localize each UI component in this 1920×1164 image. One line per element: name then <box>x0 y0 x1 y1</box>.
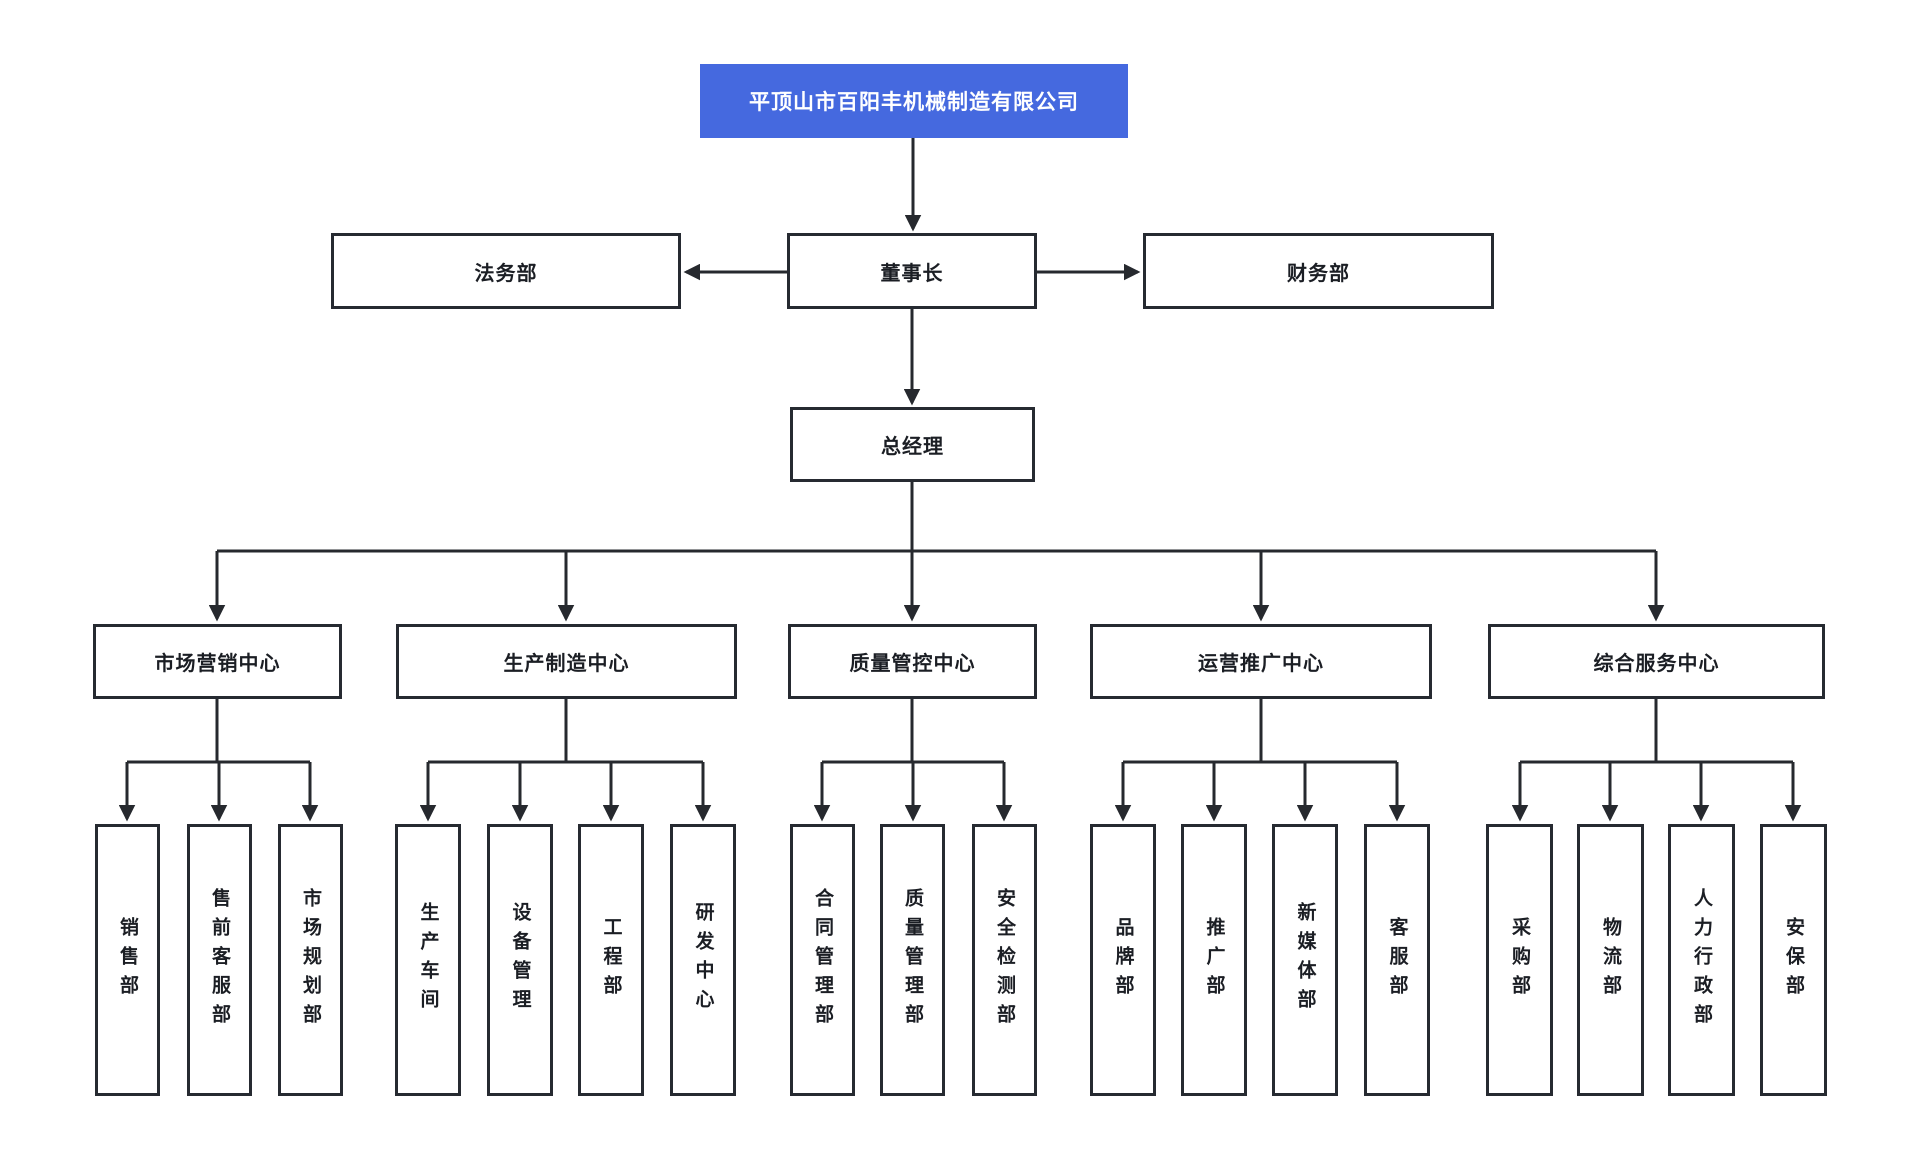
node-dept-security[interactable]: 安保部 <box>1760 824 1827 1096</box>
node-dept-sales[interactable]: 销售部 <box>95 824 160 1096</box>
node-label: 生产车间 <box>417 902 439 1018</box>
node-label: 质量管理部 <box>902 887 923 1033</box>
node-dept-new-media[interactable]: 新媒体部 <box>1272 824 1338 1096</box>
node-label: 综合服务中心 <box>1593 653 1720 675</box>
node-dept-promotion[interactable]: 推广部 <box>1181 824 1247 1096</box>
node-center-services[interactable]: 综合服务中心 <box>1488 624 1825 699</box>
node-dept-presales-service[interactable]: 售前客服部 <box>187 824 252 1096</box>
node-label: 采购部 <box>1509 916 1530 1004</box>
node-label: 售前客服部 <box>209 887 230 1033</box>
node-company-root[interactable]: 平顶山市百阳丰机械制造有限公司 <box>700 64 1128 138</box>
node-label: 合同管理部 <box>812 887 833 1033</box>
node-label: 设备管理 <box>509 902 531 1018</box>
node-dept-quality-management[interactable]: 质量管理部 <box>880 824 945 1096</box>
node-label: 财务部 <box>1287 262 1350 285</box>
node-dept-equipment-management[interactable]: 设备管理 <box>487 824 553 1096</box>
node-label: 客服部 <box>1386 916 1408 1004</box>
node-label: 法务部 <box>474 262 538 285</box>
node-label: 品牌部 <box>1112 916 1134 1004</box>
node-center-marketing[interactable]: 市场营销中心 <box>93 624 342 699</box>
node-label: 研发中心 <box>692 902 714 1018</box>
node-center-quality[interactable]: 质量管控中心 <box>788 624 1037 699</box>
node-label: 工程部 <box>600 916 622 1004</box>
node-label: 质量管控中心 <box>849 653 976 675</box>
node-general-manager[interactable]: 总经理 <box>790 407 1035 482</box>
node-label: 新媒体部 <box>1294 902 1316 1018</box>
node-dept-customer-service[interactable]: 客服部 <box>1364 824 1430 1096</box>
node-label: 推广部 <box>1203 916 1225 1004</box>
node-label: 生产制造中心 <box>503 653 630 675</box>
node-label: 市场规划部 <box>300 887 321 1033</box>
node-dept-brand[interactable]: 品牌部 <box>1090 824 1156 1096</box>
node-dept-contract-management[interactable]: 合同管理部 <box>790 824 855 1096</box>
node-chairman[interactable]: 董事长 <box>787 233 1037 309</box>
node-label: 销售部 <box>117 916 138 1004</box>
node-label: 人力行政部 <box>1691 887 1712 1033</box>
node-label: 运营推广中心 <box>1198 653 1324 675</box>
node-dept-engineering[interactable]: 工程部 <box>578 824 644 1096</box>
node-center-manufacturing[interactable]: 生产制造中心 <box>396 624 737 699</box>
node-dept-logistics[interactable]: 物流部 <box>1577 824 1644 1096</box>
node-label: 市场营销中心 <box>154 653 281 675</box>
node-dept-rnd-center[interactable]: 研发中心 <box>670 824 736 1096</box>
node-label: 安保部 <box>1783 916 1804 1004</box>
node-legal-dept[interactable]: 法务部 <box>331 233 681 309</box>
node-label: 物流部 <box>1600 916 1621 1004</box>
node-label: 董事长 <box>880 262 944 285</box>
node-dept-production-workshop[interactable]: 生产车间 <box>395 824 461 1096</box>
node-center-operations[interactable]: 运营推广中心 <box>1090 624 1432 699</box>
node-finance-dept[interactable]: 财务部 <box>1143 233 1494 309</box>
node-dept-procurement[interactable]: 采购部 <box>1486 824 1553 1096</box>
node-dept-safety-inspection[interactable]: 安全检测部 <box>972 824 1037 1096</box>
node-label: 平顶山市百阳丰机械制造有限公司 <box>749 91 1079 114</box>
node-label: 总经理 <box>881 436 944 458</box>
node-label: 安全检测部 <box>994 887 1015 1033</box>
node-dept-market-planning[interactable]: 市场规划部 <box>278 824 343 1096</box>
node-dept-hr-admin[interactable]: 人力行政部 <box>1668 824 1735 1096</box>
